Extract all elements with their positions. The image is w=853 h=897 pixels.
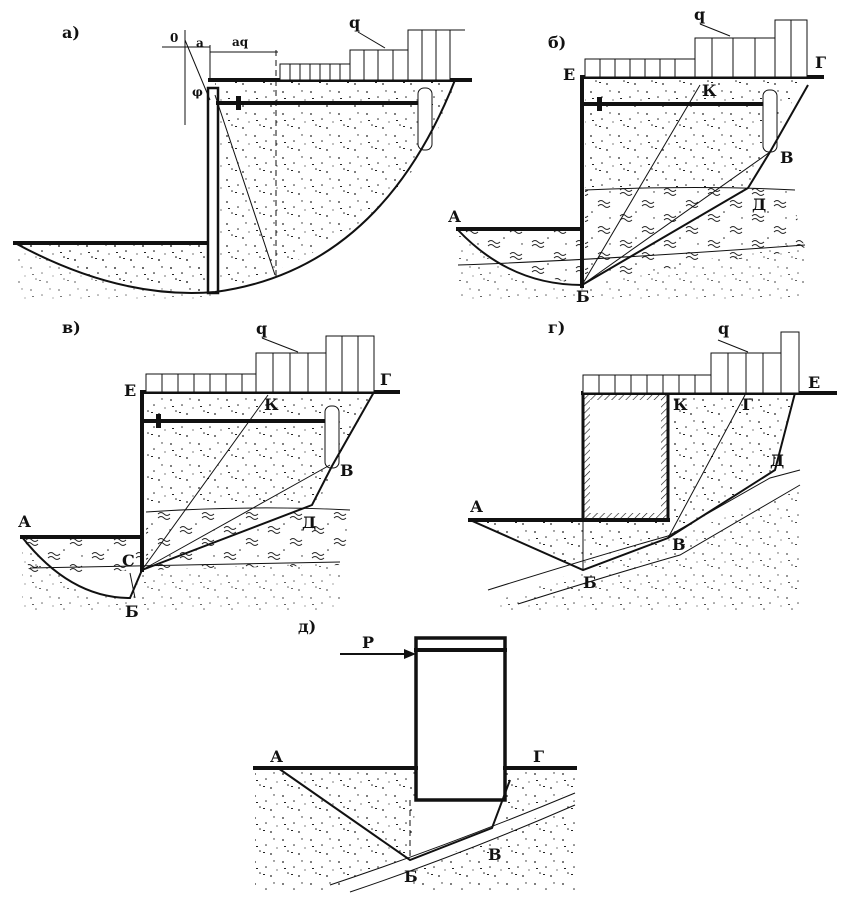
svg-text:Б: Б — [125, 602, 139, 621]
panel-g-surcharge — [582, 331, 800, 394]
panel-a-surcharge — [279, 29, 465, 81]
svg-text:Д: Д — [770, 451, 784, 470]
panel-a-label: а) — [62, 23, 80, 42]
svg-text:А: А — [470, 497, 483, 516]
panel-v-surcharge — [145, 335, 375, 393]
panel-d: д) P А Г В Б — [253, 617, 577, 893]
svg-text:К: К — [702, 81, 717, 100]
panel-a-anchor-plate — [417, 87, 433, 151]
svg-text:Д: Д — [752, 195, 766, 214]
panel-g-label: г) — [548, 318, 565, 337]
svg-text:Е: Е — [808, 373, 820, 392]
panel-g: г) К Г Е Д А В Б — [468, 318, 837, 610]
svg-text:К: К — [673, 395, 688, 414]
svg-text:q: q — [718, 319, 729, 338]
panel-d-slip-surface — [277, 767, 511, 862]
svg-text:Б: Б — [583, 573, 597, 592]
panel-b-label: б) — [548, 33, 566, 52]
panel-b-slip-surface — [457, 84, 809, 287]
svg-text:Б: Б — [576, 287, 590, 306]
panel-a: а) 0 a aq φ — [13, 13, 472, 300]
svg-text:Е: Е — [563, 65, 575, 84]
svg-text:В: В — [672, 535, 686, 554]
svg-text:q: q — [694, 5, 705, 24]
panel-a-slip-arc — [14, 79, 456, 294]
svg-text:q: q — [256, 319, 267, 338]
panel-v-label: в) — [62, 318, 81, 337]
svg-text:Г: Г — [742, 395, 753, 414]
svg-text:q: q — [349, 13, 360, 32]
svg-text:В: В — [488, 845, 502, 864]
svg-text:В: В — [340, 461, 354, 480]
svg-text:А: А — [270, 747, 283, 766]
panel-a-sheet-pile — [206, 86, 220, 295]
svg-text:a: a — [196, 36, 204, 50]
panel-b: б) Е Г К В Д А Б — [448, 5, 826, 306]
panel-v: в) Е Г К В Д А С Б — [18, 318, 400, 621]
panel-a-soil-fill — [215, 80, 455, 292]
svg-text:Г: Г — [815, 53, 826, 72]
svg-text:φ: φ — [192, 85, 203, 99]
svg-text:В: В — [780, 148, 794, 167]
svg-text:С: С — [122, 551, 135, 570]
svg-text:К: К — [264, 395, 279, 414]
svg-text:aq: aq — [232, 35, 249, 49]
svg-text:Е: Е — [124, 381, 136, 400]
panel-d-foundation-block — [414, 636, 507, 802]
panel-b-surcharge — [584, 19, 808, 78]
svg-text:А: А — [448, 207, 461, 226]
panel-d-label: д) — [298, 617, 316, 636]
panel-a-label-O: 0 — [170, 31, 178, 45]
svg-text:Г: Г — [533, 747, 544, 766]
svg-text:P: P — [362, 633, 374, 652]
svg-text:А: А — [18, 512, 31, 531]
svg-text:Г: Г — [380, 370, 391, 389]
svg-text:Д: Д — [302, 513, 316, 532]
svg-text:Б: Б — [404, 867, 418, 886]
